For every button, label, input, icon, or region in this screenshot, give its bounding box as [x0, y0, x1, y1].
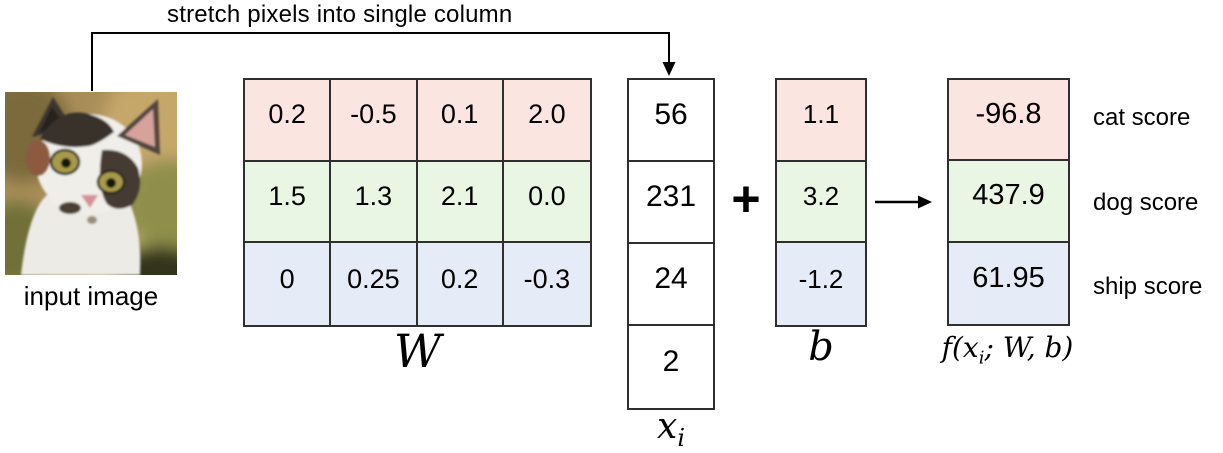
output-function-label: f(xi; W, b) [941, 331, 1074, 369]
input-pixel-vector: 56 231 24 2 [627, 78, 715, 410]
x-cell: 231 [629, 162, 713, 244]
ship-score-label: ship score [1093, 273, 1203, 300]
w-cell: -0.3 [503, 243, 590, 325]
input-vector-label: xi [657, 406, 685, 453]
w-cell: 0.1 [417, 80, 504, 162]
stretch-annotation-label: stretch pixels into single column [167, 1, 513, 28]
w-cell: 0.25 [331, 243, 418, 325]
bias-vector: 1.1 3.2 -1.2 [775, 78, 867, 327]
dog-score-label: dog score [1093, 189, 1199, 216]
weight-matrix: 0.2 -0.5 0.1 2.0 1.5 1.3 2.1 0.0 0 0.25 … [243, 78, 592, 327]
bias-vector-label: b [808, 324, 834, 370]
b-cell: 3.2 [777, 161, 865, 244]
w-cell: 0 [245, 243, 332, 325]
w-cell: 1.3 [331, 161, 418, 244]
b-cell: 1.1 [777, 80, 865, 162]
x-cell: 56 [629, 80, 713, 162]
w-cell: 0.2 [417, 243, 504, 325]
x-cell: 2 [662, 345, 680, 378]
score-cell-cat: -96.8 [949, 80, 1068, 162]
w-cell: -0.5 [331, 80, 418, 162]
w-cell: 2.0 [503, 80, 590, 162]
w-cell: 2.1 [417, 161, 504, 244]
cat-score-label: cat score [1093, 104, 1191, 131]
w-cell: 0.2 [245, 80, 332, 162]
output-score-vector: -96.8 437.9 61.95 [947, 78, 1070, 326]
w-cell: 1.5 [245, 161, 332, 244]
result-arrow-icon [875, 195, 932, 209]
w-cell: 0.0 [503, 161, 590, 244]
plus-operator: + [731, 171, 761, 227]
score-cell-ship: 61.95 [949, 242, 1068, 324]
score-cell-dog: 437.9 [949, 161, 1068, 243]
weight-matrix-label: W [393, 324, 442, 378]
b-cell: -1.2 [777, 243, 865, 325]
x-cell: 24 [629, 244, 713, 326]
input-cat-image [5, 92, 177, 275]
input-image-caption: input image [23, 281, 159, 311]
